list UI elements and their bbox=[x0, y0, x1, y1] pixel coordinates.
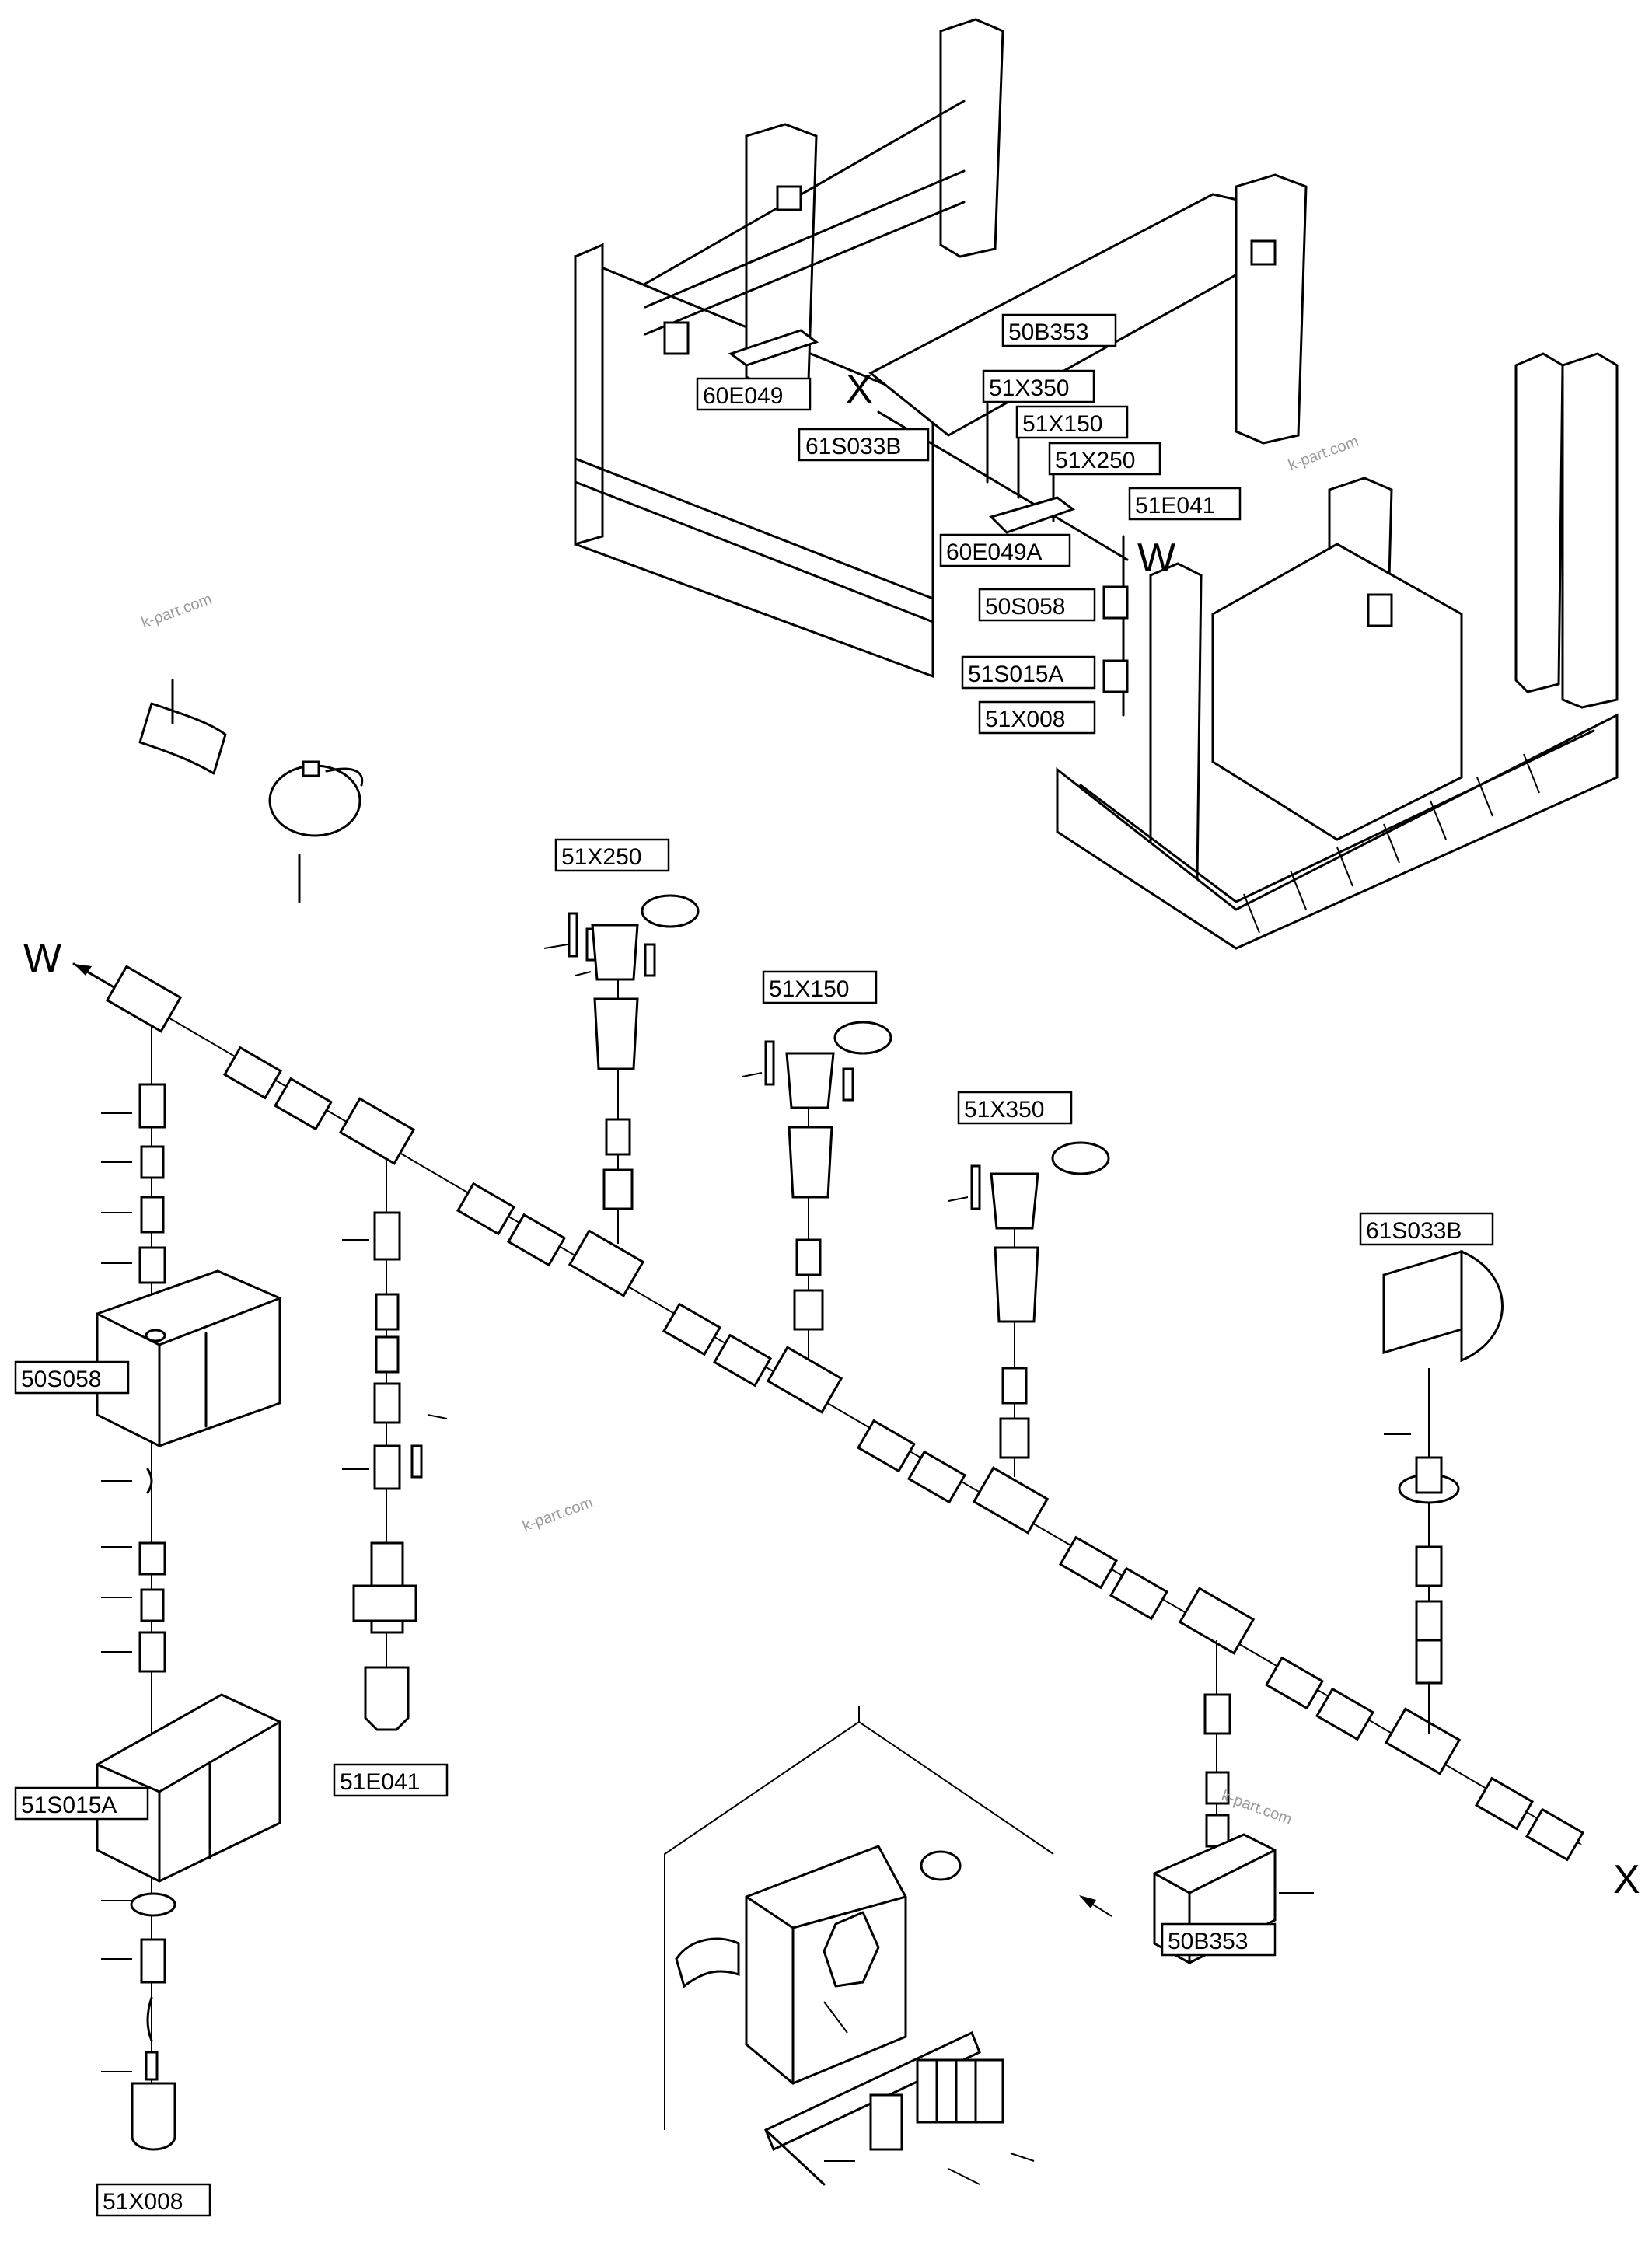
label-61S033B-text: 61S033B bbox=[1366, 1218, 1462, 1244]
letter-w-top: W bbox=[1137, 536, 1175, 581]
label-51X008-text: 51X008 bbox=[103, 2189, 183, 2215]
cable-sleeve bbox=[138, 679, 227, 775]
label-51X250: 51X250 bbox=[554, 838, 670, 872]
tee-fitting-1 bbox=[105, 965, 183, 1033]
label-51S015A-top: 51S015A bbox=[961, 655, 1096, 690]
label-60E049: 60E049 bbox=[696, 377, 812, 411]
branch-51X250 bbox=[543, 894, 700, 1244]
corrugated-couplers bbox=[222, 1046, 1585, 1862]
label-51X008: 51X008 bbox=[96, 2183, 211, 2217]
watermark-2: k-part.com bbox=[1286, 433, 1360, 474]
label-51X350-text: 51X350 bbox=[964, 1097, 1044, 1123]
machine-frame-assembly bbox=[574, 18, 1619, 950]
label-61S033B: 61S033B bbox=[1359, 1212, 1494, 1246]
label-50S058-text: 50S058 bbox=[21, 1367, 101, 1392]
label-51X250-text: 51X250 bbox=[561, 844, 641, 870]
label-51S015A-text: 51S015A bbox=[21, 1793, 117, 1818]
label-50S058-top: 50S058 bbox=[978, 588, 1096, 622]
letter-x-right: X bbox=[1613, 1857, 1640, 1902]
label-60E049A: 60E049A bbox=[939, 533, 1071, 567]
watermark-1: k-part.com bbox=[139, 591, 214, 632]
label-51X350-top: 51X350 bbox=[982, 369, 1095, 403]
branch-61S033B bbox=[1382, 1249, 1504, 1734]
conduit-run bbox=[72, 962, 1585, 1862]
label-50B353-text: 50B353 bbox=[1168, 1929, 1248, 1954]
label-51X150-top-text: 51X150 bbox=[1022, 411, 1102, 437]
cable-tie bbox=[268, 760, 364, 903]
left-branch bbox=[96, 1026, 281, 2151]
label-61S033B-top: 61S033B bbox=[798, 428, 930, 462]
label-51E041-top-text: 51E041 bbox=[1135, 493, 1215, 518]
branch-51E041 bbox=[342, 1158, 448, 1731]
label-51E041: 51E041 bbox=[333, 1763, 449, 1797]
label-51X250-top-text: 51X250 bbox=[1055, 448, 1135, 473]
label-51E041-top: 51E041 bbox=[1128, 487, 1242, 521]
label-50B353-top: 50B353 bbox=[1001, 313, 1117, 347]
label-51X150-text: 51X150 bbox=[769, 976, 849, 1002]
label-60E049A-text: 60E049A bbox=[946, 539, 1042, 565]
tee-fitting-3 bbox=[568, 1229, 645, 1297]
tee-fitting-2 bbox=[338, 1097, 416, 1165]
tee-fitting-4 bbox=[766, 1346, 843, 1414]
label-61S033B-top-text: 61S033B bbox=[805, 434, 901, 459]
letter-x-top: X bbox=[846, 367, 873, 412]
label-60E049-text: 60E049 bbox=[703, 383, 783, 409]
branch-51X350 bbox=[948, 1141, 1110, 1477]
label-51X350: 51X350 bbox=[957, 1091, 1073, 1125]
label-50B353: 50B353 bbox=[1161, 1922, 1277, 1957]
label-51X250-top: 51X250 bbox=[1048, 442, 1161, 476]
label-51X350-top-text: 51X350 bbox=[989, 375, 1069, 401]
label-51X008-top-text: 51X008 bbox=[985, 707, 1065, 732]
label-51S015A: 51S015A bbox=[14, 1786, 149, 1821]
label-51X150-top: 51X150 bbox=[1015, 405, 1129, 439]
label-51X150: 51X150 bbox=[762, 970, 878, 1004]
branch-51X150 bbox=[742, 1021, 892, 1360]
label-51X008-top: 51X008 bbox=[978, 700, 1096, 735]
tee-fitting-7 bbox=[1384, 1707, 1462, 1775]
tee-fitting-5 bbox=[972, 1466, 1050, 1535]
watermark-3: k-part.com bbox=[520, 1494, 595, 1535]
label-50S058: 50S058 bbox=[14, 1360, 130, 1395]
watermark-4: k-part.com bbox=[1219, 1787, 1294, 1828]
tee-fitting-6 bbox=[1178, 1587, 1256, 1655]
label-50S058-top-text: 50S058 bbox=[985, 594, 1065, 620]
letter-w-left: W bbox=[23, 936, 61, 981]
label-50B353-top-text: 50B353 bbox=[1008, 319, 1088, 345]
label-51S015A-top-text: 51S015A bbox=[968, 662, 1063, 687]
label-51E041-text: 51E041 bbox=[340, 1769, 420, 1795]
